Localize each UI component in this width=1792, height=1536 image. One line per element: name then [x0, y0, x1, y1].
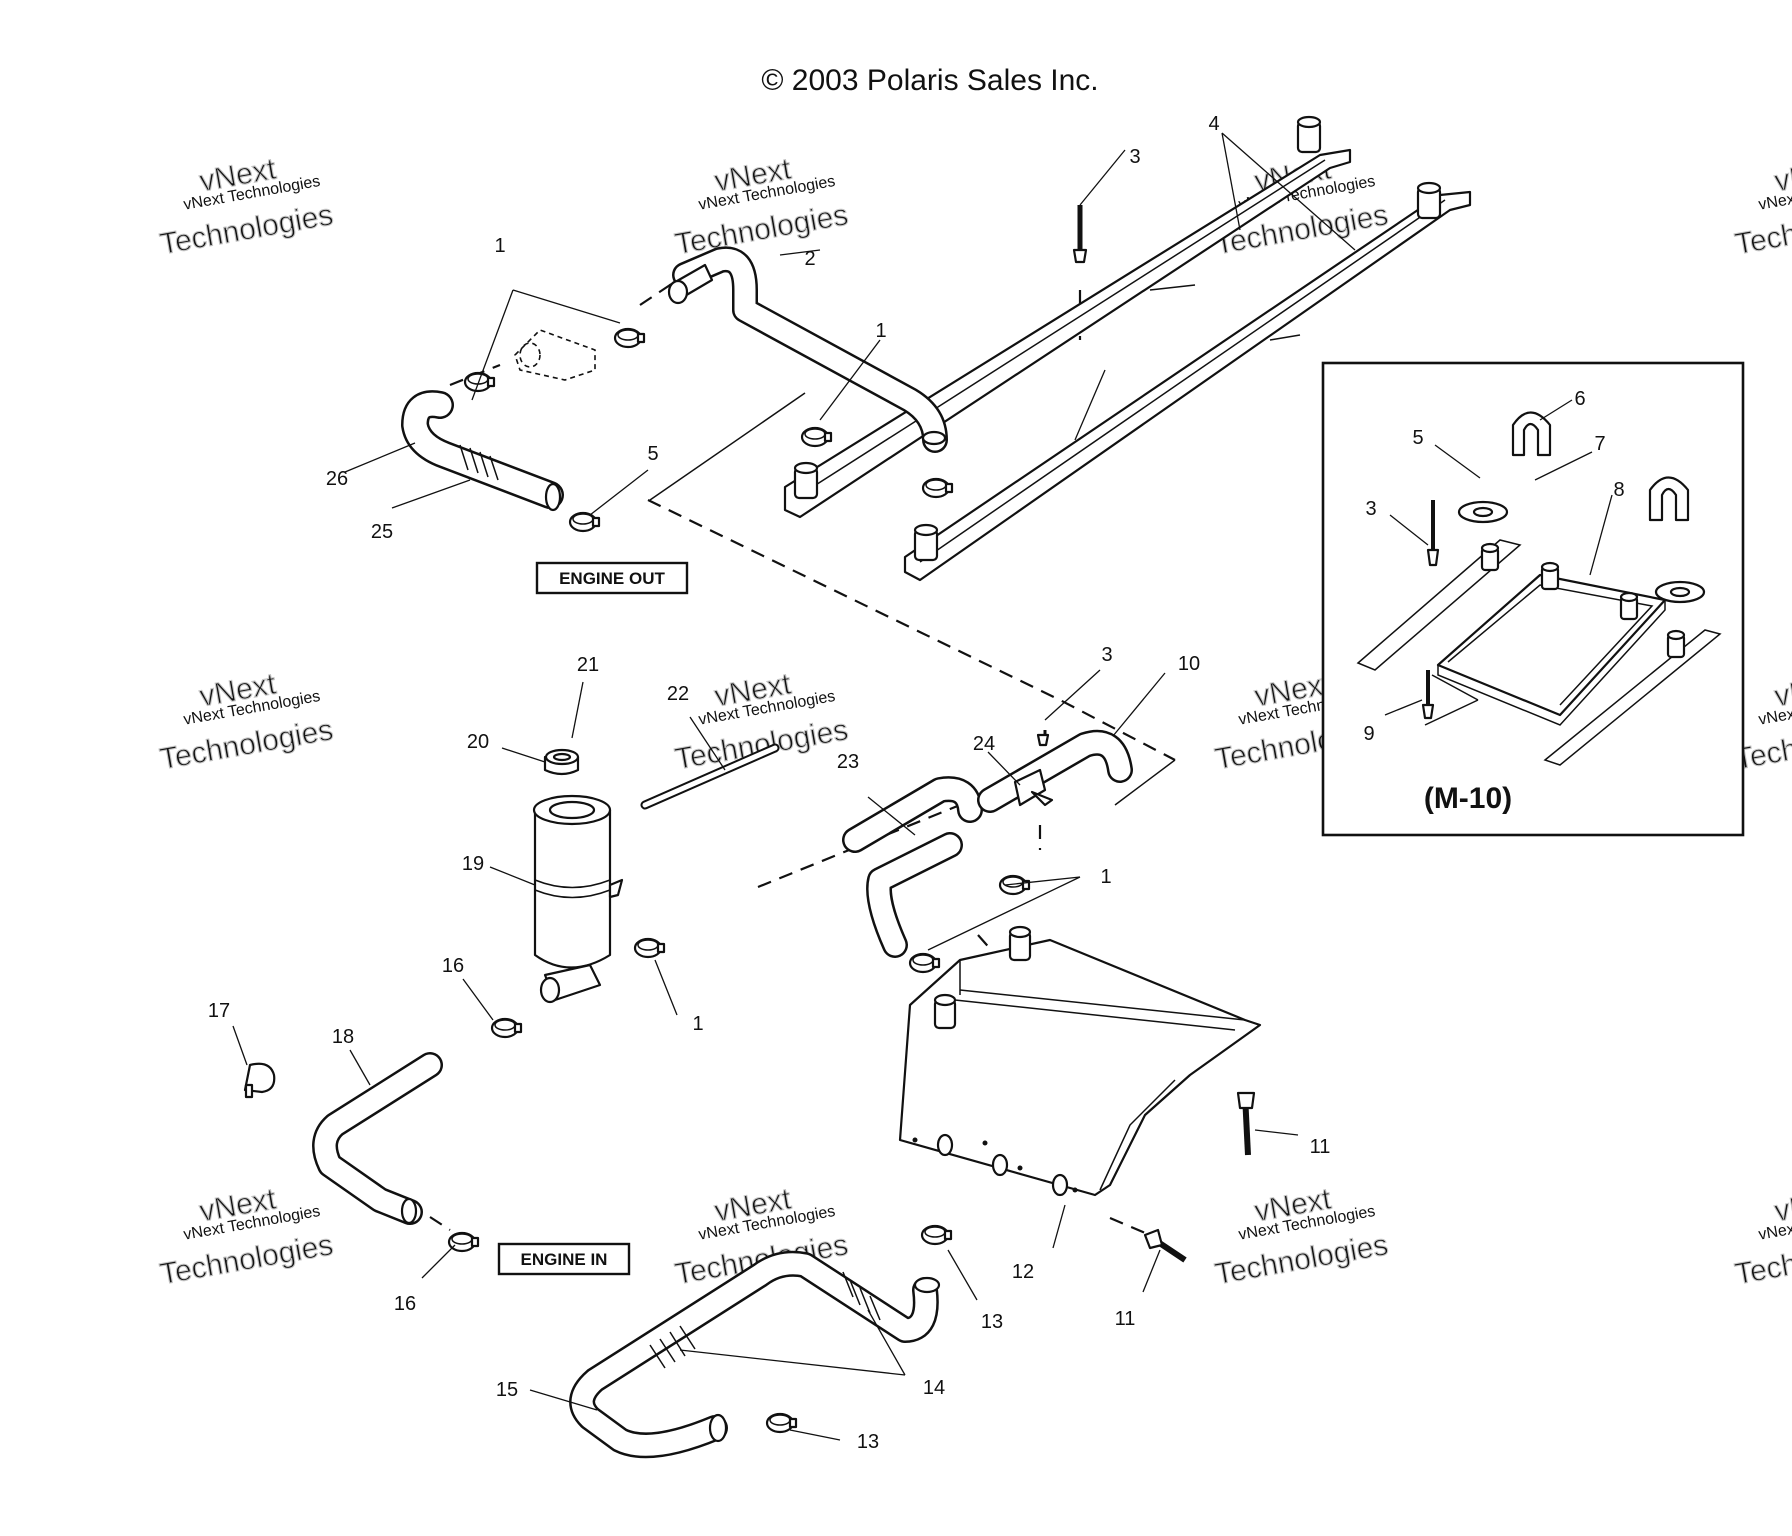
hose-15 — [569, 1250, 941, 1459]
callout-18: 18 — [332, 1026, 354, 1048]
callout-10: 10 — [1178, 653, 1200, 675]
heat-exchanger-12 — [898, 925, 1262, 1197]
callout-1: 1 — [1100, 866, 1111, 888]
callout-14: 14 — [923, 1377, 945, 1399]
rod-22 — [640, 743, 780, 810]
callout-20: 20 — [467, 731, 489, 753]
hose-clamp — [447, 1231, 480, 1253]
hose-2 — [667, 246, 948, 453]
callout-26: 26 — [326, 468, 348, 490]
inset-callout-7: 7 — [1594, 433, 1605, 455]
callout-numbers: 1 1 1 1 2 3 3 4 5 10 11 11 12 13 13 14 1… — [208, 113, 1625, 1453]
callout-1: 1 — [494, 235, 505, 257]
callout-4: 4 — [1208, 113, 1219, 135]
callout-11: 11 — [1115, 1308, 1136, 1330]
callout-19: 19 — [462, 853, 484, 875]
hose-clamp — [463, 371, 496, 393]
callout-16: 16 — [394, 1293, 416, 1315]
callout-22: 22 — [667, 683, 689, 705]
callout-24: 24 — [973, 733, 995, 755]
inset-callout-6: 6 — [1574, 388, 1585, 410]
callout-3: 3 — [1101, 644, 1112, 666]
hose-clamp — [765, 1412, 798, 1434]
callout-15: 15 — [496, 1379, 518, 1401]
callout-17: 17 — [208, 1000, 230, 1022]
hose-clamp — [920, 1224, 953, 1246]
bolt-11-right — [1236, 1091, 1256, 1156]
hose-clamp — [800, 426, 833, 448]
callout-25: 25 — [371, 521, 393, 543]
hose-clamp — [908, 952, 941, 974]
bolt-11-bottom — [1143, 1228, 1187, 1263]
clip-17 — [243, 1062, 276, 1099]
inset-label: (M-10) — [1424, 782, 1512, 815]
bolt-3-middle — [1036, 733, 1050, 747]
hose-clamp — [921, 477, 954, 499]
callout-23: 23 — [837, 751, 859, 773]
engine-in-box: ENGINE IN — [497, 1242, 631, 1276]
hose-clamp — [633, 937, 666, 959]
callout-12: 12 — [1012, 1261, 1034, 1283]
rail-heat-exchanger-lower — [903, 181, 1472, 582]
engine-in-label: ENGINE IN — [521, 1250, 608, 1269]
engine-out-box: ENGINE OUT — [535, 561, 689, 595]
callout-1: 1 — [692, 1013, 703, 1035]
callout-21: 21 — [577, 654, 599, 676]
copyright-text: © 2003 Polaris Sales Inc. — [761, 64, 1098, 97]
hose-fitting-dashed — [514, 329, 596, 381]
callout-13: 13 — [857, 1431, 879, 1453]
coolant-bottle-19 — [532, 794, 624, 1004]
hose-10 — [977, 729, 1133, 813]
hose-clamp — [613, 327, 646, 349]
callout-leaders — [232, 132, 1613, 1441]
hose-clamp — [998, 874, 1031, 896]
callout-1: 1 — [875, 320, 886, 342]
cap-20-21 — [543, 748, 580, 776]
hose-26-25 — [401, 390, 564, 512]
engine-out-label: ENGINE OUT — [559, 569, 665, 588]
callout-13: 13 — [981, 1311, 1003, 1333]
callout-3: 3 — [1129, 146, 1140, 168]
hose-clamp — [568, 511, 601, 533]
inset-callout-3: 3 — [1365, 498, 1376, 520]
inset-callout-9: 9 — [1363, 723, 1374, 745]
hose-18 — [312, 1052, 443, 1225]
bolt-3-upper — [1072, 205, 1088, 264]
hose-clamp — [490, 1017, 523, 1039]
inset-m10: (M-10) — [1321, 361, 1745, 837]
callout-5: 5 — [647, 443, 658, 465]
callout-2: 2 — [804, 248, 815, 270]
inset-callout-8: 8 — [1613, 479, 1624, 501]
hose-23 — [842, 776, 983, 958]
inset-callout-5: 5 — [1412, 427, 1423, 449]
callout-16: 16 — [442, 955, 464, 977]
watermark-line: vNext — [197, 1183, 279, 1229]
callout-11: 11 — [1310, 1136, 1331, 1158]
